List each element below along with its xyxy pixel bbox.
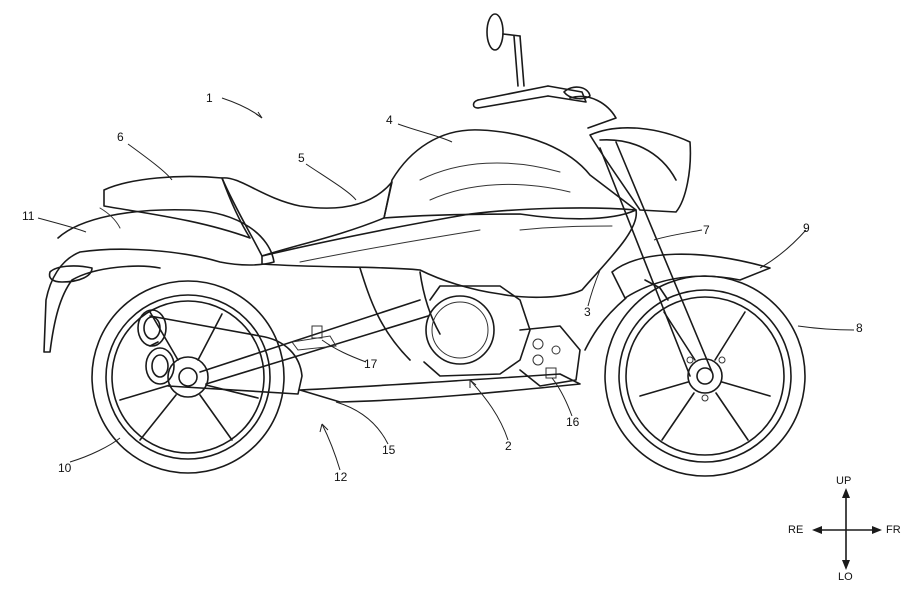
leader-lines bbox=[37, 97, 855, 471]
label-10: 10 bbox=[58, 461, 72, 475]
direction-label-lo: LO bbox=[838, 571, 853, 583]
fuel-tank bbox=[383, 129, 637, 220]
label-9: 9 bbox=[803, 221, 810, 235]
handlebar bbox=[472, 13, 591, 109]
rear-fender bbox=[43, 207, 275, 353]
label-5: 5 bbox=[298, 151, 305, 165]
label-8: 8 bbox=[856, 321, 863, 335]
label-11: 11 bbox=[22, 209, 35, 223]
direction-label-re: RE bbox=[788, 524, 804, 536]
swing-arm bbox=[199, 299, 429, 385]
engine bbox=[299, 285, 581, 403]
seat bbox=[103, 175, 393, 257]
label-3: 3 bbox=[584, 305, 591, 319]
direction-indicator-arrows bbox=[812, 488, 882, 570]
front-fork bbox=[584, 141, 771, 377]
rear-wheel bbox=[91, 280, 285, 474]
label-15: 15 bbox=[382, 443, 396, 457]
direction-label-up: UP bbox=[836, 475, 852, 487]
arrow-right-icon bbox=[872, 526, 882, 534]
label-7: 7 bbox=[703, 223, 710, 237]
label-6: 6 bbox=[117, 130, 124, 144]
arrow-left-icon bbox=[812, 526, 822, 534]
side-cover bbox=[261, 207, 637, 361]
arrow-up-icon bbox=[842, 488, 850, 498]
label-17: 17 bbox=[364, 357, 378, 371]
front-wheel bbox=[604, 275, 806, 477]
arrow-down-icon bbox=[842, 560, 850, 570]
direction-label-fr: FR bbox=[886, 524, 901, 536]
front-cowl bbox=[569, 95, 692, 213]
label-1: 1 bbox=[206, 91, 213, 105]
label-4: 4 bbox=[386, 113, 393, 127]
muffler bbox=[137, 309, 303, 395]
label-16: 16 bbox=[566, 415, 580, 429]
label-12: 12 bbox=[334, 470, 348, 484]
label-2: 2 bbox=[505, 439, 512, 453]
